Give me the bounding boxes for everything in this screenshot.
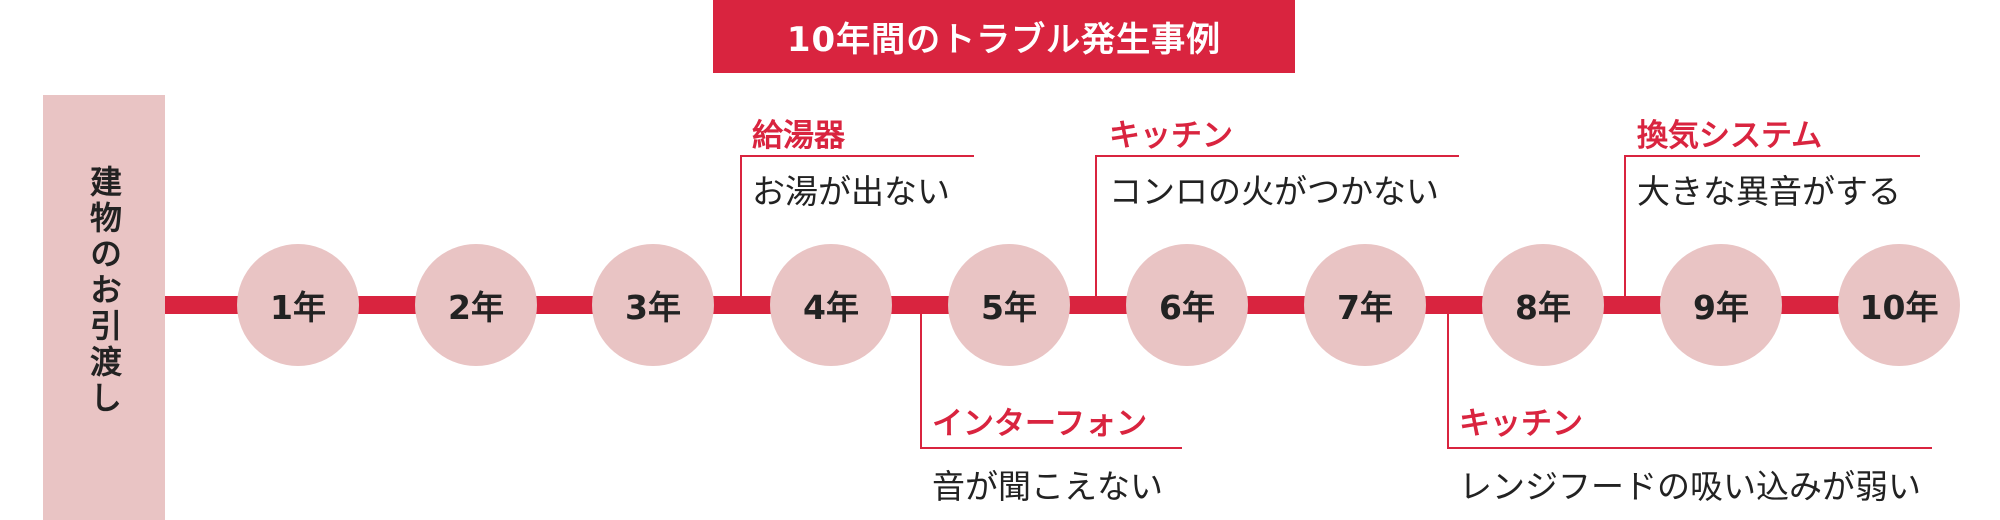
event-description: お湯が出ない <box>752 172 950 211</box>
handover-label-box: 建物のお引渡し <box>43 95 165 520</box>
event-underline <box>1447 447 1932 449</box>
event-category: キッチン <box>1459 406 1583 442</box>
event-category: キッチン <box>1109 118 1233 154</box>
event-description: コンロの火がつかない <box>1109 172 1439 211</box>
event-category: インターフォン <box>932 406 1148 442</box>
year-circle-9: 9年 <box>1660 244 1782 366</box>
event-description: 音が聞こえない <box>932 467 1163 506</box>
year-circle-5: 5年 <box>948 244 1070 366</box>
page-title: 10年間のトラブル発生事例 <box>713 0 1295 73</box>
event-category: 換気システム <box>1637 118 1823 154</box>
event-underline <box>920 447 1182 449</box>
year-circle-7: 7年 <box>1304 244 1426 366</box>
event-connector <box>1447 314 1449 449</box>
year-circle-6: 6年 <box>1126 244 1248 366</box>
event-description: 大きな異音がする <box>1637 172 1901 211</box>
event-connector <box>920 314 922 449</box>
year-circle-3: 3年 <box>592 244 714 366</box>
event-connector <box>1624 155 1626 296</box>
event-connector <box>1095 155 1097 296</box>
year-circle-10: 10年 <box>1838 244 1960 366</box>
year-circle-8: 8年 <box>1482 244 1604 366</box>
year-circle-2: 2年 <box>415 244 537 366</box>
event-underline <box>1624 155 1920 157</box>
event-underline <box>1095 155 1459 157</box>
event-underline <box>740 155 974 157</box>
handover-label: 建物のお引渡し <box>85 165 123 417</box>
event-description: レンジフードの吸い込みが弱い <box>1459 467 1921 506</box>
event-category: 給湯器 <box>752 118 845 154</box>
event-connector <box>740 155 742 296</box>
year-circle-1: 1年 <box>237 244 359 366</box>
year-circle-4: 4年 <box>770 244 892 366</box>
